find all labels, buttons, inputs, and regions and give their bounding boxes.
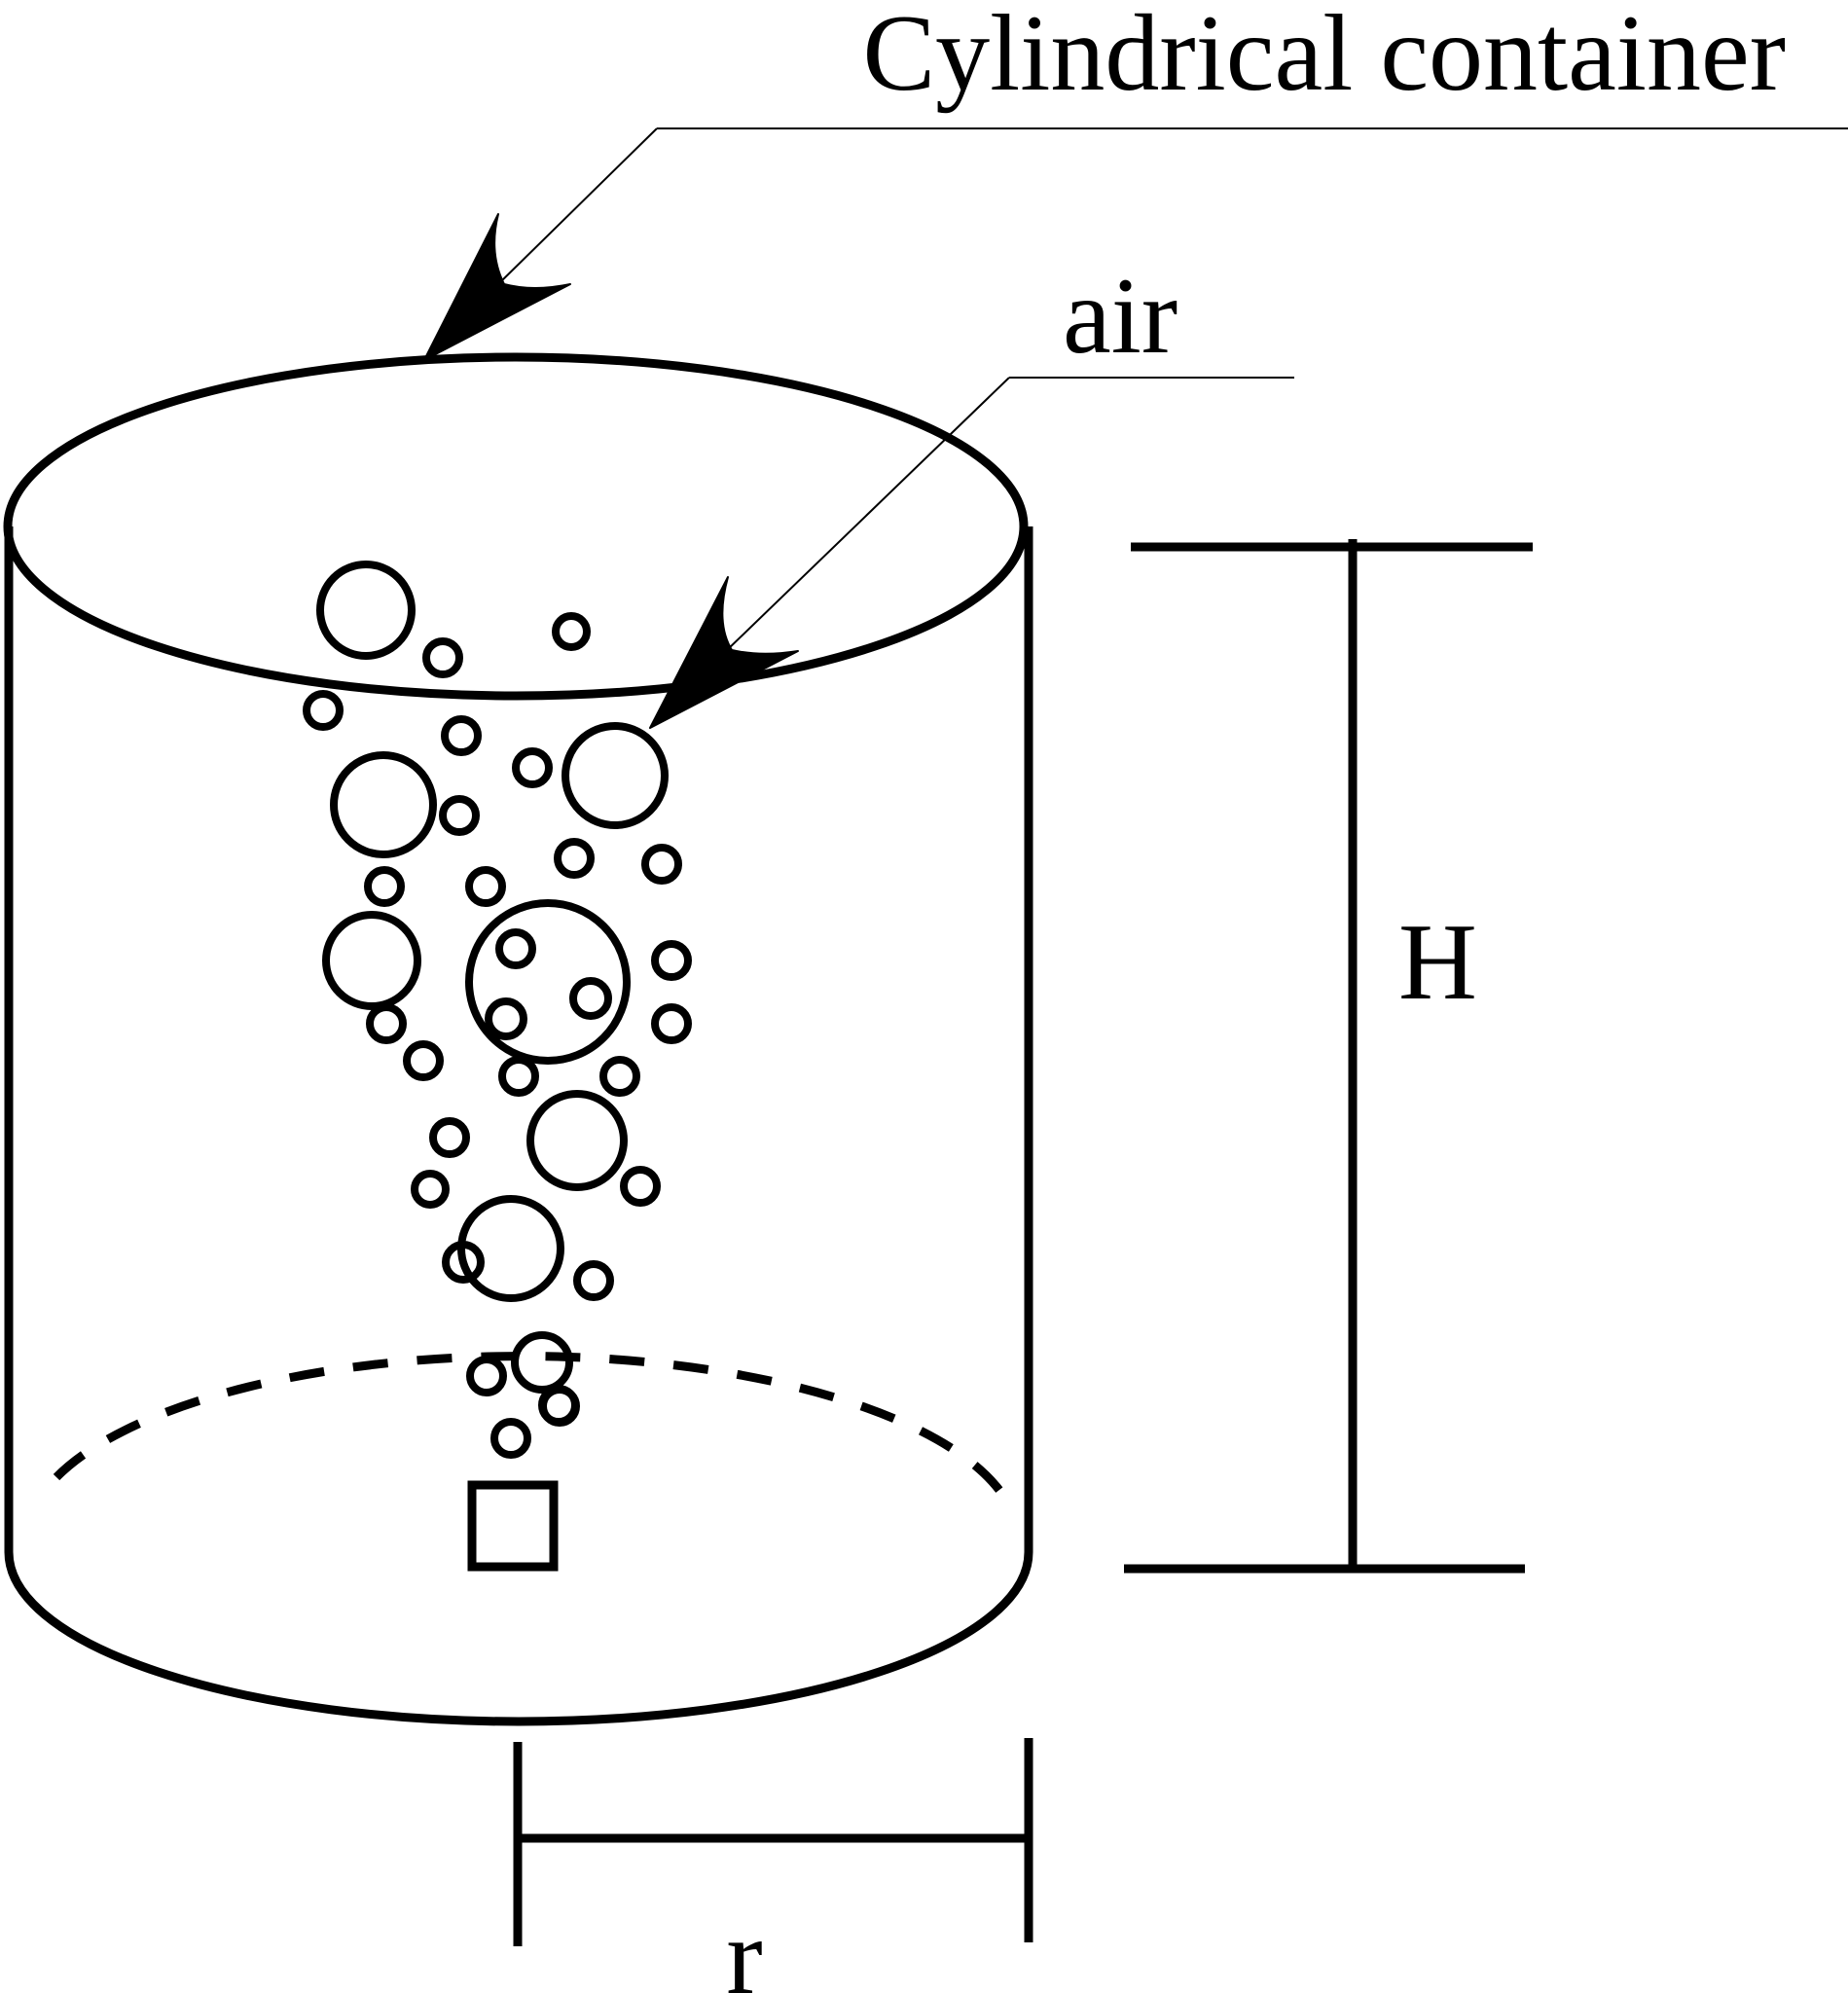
air-leader-line	[724, 377, 1010, 653]
small-air-bubble	[498, 1056, 539, 1097]
small-air-bubble	[303, 690, 344, 731]
small-air-bubble	[485, 997, 527, 1040]
cylinder-top-rim	[3, 352, 1029, 701]
large-air-bubble	[316, 561, 416, 660]
radius-dimension	[513, 1738, 1033, 1946]
air-arrow-head	[649, 576, 799, 729]
small-air-bubble	[495, 928, 536, 969]
container-callout: Cylindrical container	[423, 0, 1848, 361]
small-air-bubble	[573, 1260, 614, 1301]
small-air-bubble	[364, 866, 405, 907]
small-air-bubble	[552, 612, 591, 651]
small-air-bubble	[511, 1331, 573, 1394]
large-air-bubble	[526, 1090, 628, 1191]
small-air-bubble	[366, 1003, 407, 1044]
air-label: air	[1063, 256, 1178, 377]
small-air-bubble	[439, 795, 480, 836]
small-air-bubble	[599, 1056, 640, 1097]
small-air-bubble	[466, 1356, 507, 1396]
small-air-bubble	[620, 1166, 661, 1207]
large-air-bubble	[330, 751, 437, 858]
container-leader-line	[497, 127, 658, 285]
small-air-bubble	[651, 940, 692, 981]
radius-label: r	[726, 1897, 762, 1993]
small-air-bubble	[422, 637, 463, 678]
cylinder	[3, 352, 1033, 1726]
small-air-bubble	[641, 844, 682, 885]
air-bubbles	[303, 561, 692, 1459]
small-air-bubble	[442, 1241, 485, 1284]
small-air-bubble	[554, 838, 595, 879]
small-air-bubble	[512, 747, 553, 788]
small-air-bubble	[403, 1040, 444, 1081]
small-air-bubble	[411, 1170, 450, 1209]
small-air-bubble	[465, 866, 506, 907]
large-air-bubble	[322, 911, 421, 1010]
large-air-bubble	[465, 899, 631, 1065]
container-arrow-head	[423, 213, 571, 361]
small-air-bubble	[651, 1003, 692, 1044]
small-air-bubble	[569, 977, 612, 1020]
air-callout: air	[649, 256, 1294, 729]
small-air-bubble	[441, 715, 482, 756]
height-dimension	[1124, 539, 1533, 1574]
height-label: H	[1398, 902, 1477, 1023]
small-air-bubble	[429, 1117, 470, 1158]
small-air-bubble	[539, 1386, 580, 1427]
container-label: Cylindrical container	[862, 0, 1786, 114]
cylinder-bottom-front-rim	[4, 1551, 1033, 1726]
small-air-bubble	[490, 1418, 531, 1459]
large-air-bubble	[562, 722, 669, 829]
air-source-square	[467, 1480, 559, 1572]
